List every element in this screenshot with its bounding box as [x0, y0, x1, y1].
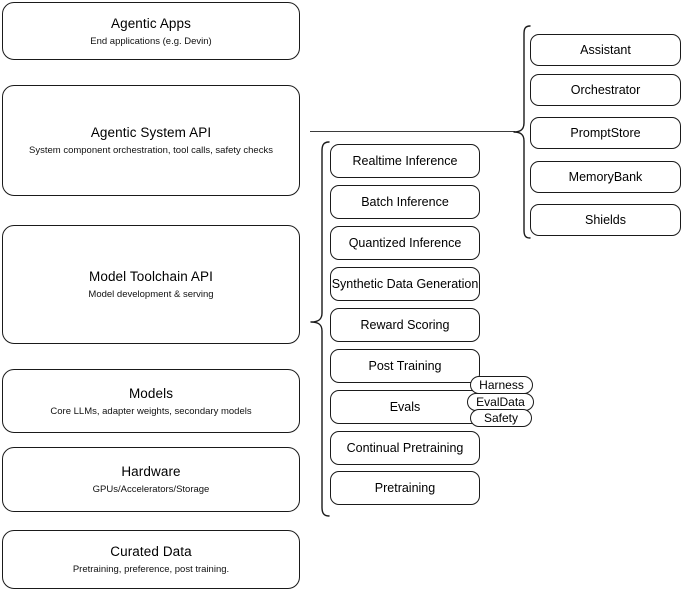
layer-box-agentic-system-api[interactable]: Agentic System API System component orch…	[2, 85, 300, 196]
layer-box-curated-data[interactable]: Curated Data Pretraining, preference, po…	[2, 530, 300, 589]
layer-title: Curated Data	[110, 544, 192, 559]
layer-subtitle: GPUs/Accelerators/Storage	[92, 484, 210, 495]
layer-box-hardware[interactable]: Hardware GPUs/Accelerators/Storage	[2, 447, 300, 512]
component-box-pretraining[interactable]: Pretraining	[330, 471, 480, 505]
evals-subcomponent-label: EvalData	[476, 395, 525, 409]
layer-title: Agentic Apps	[110, 15, 191, 31]
layer-box-agentic-apps[interactable]: Agentic Apps End applications (e.g. Devi…	[2, 2, 300, 60]
layer-box-model-toolchain-api[interactable]: Model Toolchain API Model development & …	[2, 225, 300, 344]
evals-subcomponent-label: Safety	[483, 411, 519, 425]
component-box-post-training[interactable]: Post Training	[330, 349, 480, 383]
component-box-synthetic-data-generation[interactable]: Synthetic Data Generation	[330, 267, 480, 301]
evals-subcomponent-label: Harness	[479, 378, 524, 392]
layer-subtitle: End applications (e.g. Devin)	[90, 35, 212, 47]
component-label: Batch Inference	[361, 195, 449, 209]
system-component-box-assistant[interactable]: Assistant	[530, 34, 681, 66]
layer-subtitle: Core LLMs, adapter weights, secondary mo…	[50, 405, 252, 417]
component-label: Evals	[389, 400, 421, 414]
system-component-label: PromptStore	[570, 126, 641, 140]
component-label: Synthetic Data Generation	[331, 277, 479, 291]
system-component-label: MemoryBank	[568, 170, 643, 184]
component-box-reward-scoring[interactable]: Reward Scoring	[330, 308, 480, 342]
connector-system-api-to-components	[310, 131, 515, 133]
bracket-agentic-system	[511, 24, 535, 240]
system-component-box-orchestrator[interactable]: Orchestrator	[530, 74, 681, 106]
layer-box-models[interactable]: Models Core LLMs, adapter weights, secon…	[2, 369, 300, 433]
system-component-label: Shields	[585, 213, 626, 227]
layer-subtitle: Model development & serving	[88, 289, 214, 300]
component-label: Realtime Inference	[352, 154, 458, 168]
component-box-quantized-inference[interactable]: Quantized Inference	[330, 226, 480, 260]
component-box-realtime-inference[interactable]: Realtime Inference	[330, 144, 480, 178]
system-component-box-promptstore[interactable]: PromptStore	[530, 117, 681, 149]
evals-subcomponent-evaldata[interactable]: EvalData	[467, 393, 534, 411]
layer-title: Model Toolchain API	[89, 269, 213, 284]
layer-title: Hardware	[121, 464, 181, 479]
component-label: Continual Pretraining	[346, 441, 464, 455]
component-label: Pretraining	[374, 481, 436, 495]
component-label: Quantized Inference	[348, 236, 462, 250]
system-component-box-memorybank[interactable]: MemoryBank	[530, 161, 681, 193]
evals-subcomponent-harness[interactable]: Harness	[470, 376, 533, 394]
component-box-continual-pretraining[interactable]: Continual Pretraining	[330, 431, 480, 465]
evals-subcomponent-safety[interactable]: Safety	[470, 409, 532, 427]
component-box-evals[interactable]: Evals	[330, 390, 480, 424]
system-component-label: Assistant	[580, 43, 631, 57]
layer-title: Agentic System API	[90, 125, 212, 140]
component-label: Reward Scoring	[360, 318, 450, 332]
system-component-box-shields[interactable]: Shields	[530, 204, 681, 236]
layer-title: Models	[128, 385, 174, 401]
component-box-batch-inference[interactable]: Batch Inference	[330, 185, 480, 219]
system-component-label: Orchestrator	[570, 83, 641, 97]
layer-subtitle: Pretraining, preference, post training.	[72, 564, 230, 575]
bracket-model-toolchain	[308, 140, 332, 518]
component-label: Post Training	[368, 359, 442, 373]
layer-subtitle: System component orchestration, tool cal…	[29, 145, 273, 156]
